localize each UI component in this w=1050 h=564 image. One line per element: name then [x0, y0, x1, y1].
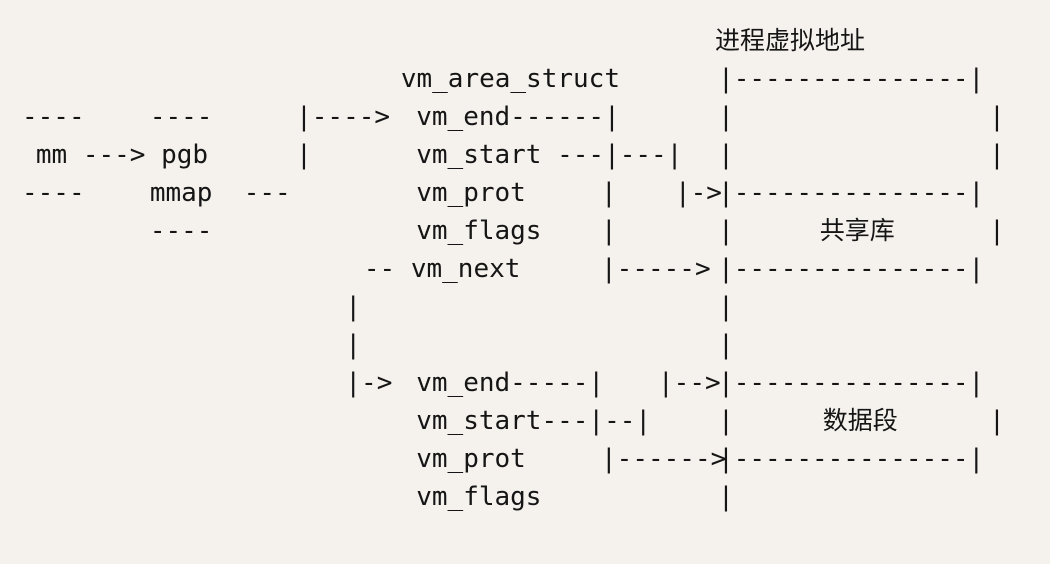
- ascii-art-text: 进程虚拟地址 vm_area_struct |---------------| ---…: [0, 0, 1005, 516]
- vma2-vm-prot-row: vm_prot: [416, 444, 526, 474]
- data-segment-box-right-edge: |: [989, 406, 1005, 436]
- vaddr-box-left-edge-tail: |: [718, 482, 734, 512]
- vma1-vm-start-row: vm_start ---|---|: [416, 140, 683, 170]
- vaddr-box-right-edge: |: [989, 140, 1005, 170]
- data-segment-box-bottom-border: |---------------|: [718, 444, 985, 474]
- vma1-end-arrow-into-box: |----->: [601, 254, 711, 284]
- vm-area-struct-title: vm_area_struct: [400, 64, 620, 94]
- shared-library-label: 共享库: [819, 216, 895, 245]
- vaddr-box-left-edge: |: [718, 330, 734, 360]
- shared-lib-box-right-edge: |: [989, 216, 1005, 246]
- shared-lib-box-left-edge: |: [718, 216, 734, 246]
- data-segment-label: 数据段: [822, 406, 898, 435]
- address-space-title: 进程虚拟地址: [715, 26, 866, 55]
- mm-to-pgb-link: mm ---> pgb: [35, 140, 209, 170]
- vma2-vm-flags-row: vm_flags: [416, 482, 542, 512]
- vaddr-box-top-border: |---------------|: [718, 64, 985, 94]
- vma2-vm-end-row: vm_end-----|: [416, 368, 605, 398]
- vma1-vm-end-row: vm_end------|: [416, 102, 620, 132]
- shared-lib-box-top-border: |---------------|: [718, 178, 985, 208]
- vaddr-box-right-edge: |: [989, 102, 1005, 132]
- mmap-field: mmap ---: [149, 178, 291, 208]
- vaddr-box-left-edge: |: [718, 140, 734, 170]
- vma1-start-connector: |: [601, 178, 617, 208]
- vma2-start-arrow-into-box: |------>: [601, 444, 727, 474]
- pgb-box-bottom: ----: [149, 216, 213, 246]
- vm-next-spine: |: [345, 330, 362, 360]
- vma2-vm-start-row: vm_start---|--|: [416, 406, 652, 436]
- vm-next-spine: |: [345, 292, 362, 322]
- vma1-vm-prot-row: vm_prot: [416, 178, 526, 208]
- vma1-vm-next-row: -- vm_next: [363, 254, 521, 284]
- data-segment-box-top-border: |---------------|: [718, 368, 985, 398]
- vaddr-box-left-edge: |: [718, 292, 734, 322]
- mm-box-top: ----: [22, 102, 85, 132]
- shared-lib-box-bottom-border: |---------------|: [718, 254, 985, 284]
- vma2-end-arrow-into-box: |-->: [658, 368, 721, 398]
- mm-box-bottom: ----: [22, 178, 85, 208]
- data-segment-box-left-edge: |: [718, 406, 734, 436]
- vm-next-arrow-to-vma2: |->: [345, 368, 393, 398]
- mmap-list-spine: |: [296, 140, 312, 170]
- vma1-start-arrow-into-box: |->: [674, 178, 722, 208]
- vma1-vm-flags-row: vm_flags: [416, 216, 542, 246]
- mmap-to-vma-arrow: |---->: [296, 102, 391, 132]
- vma1-start-connector: |: [601, 216, 617, 246]
- pgb-box-top: ----: [149, 102, 213, 132]
- vaddr-box-left-edge: |: [718, 102, 734, 132]
